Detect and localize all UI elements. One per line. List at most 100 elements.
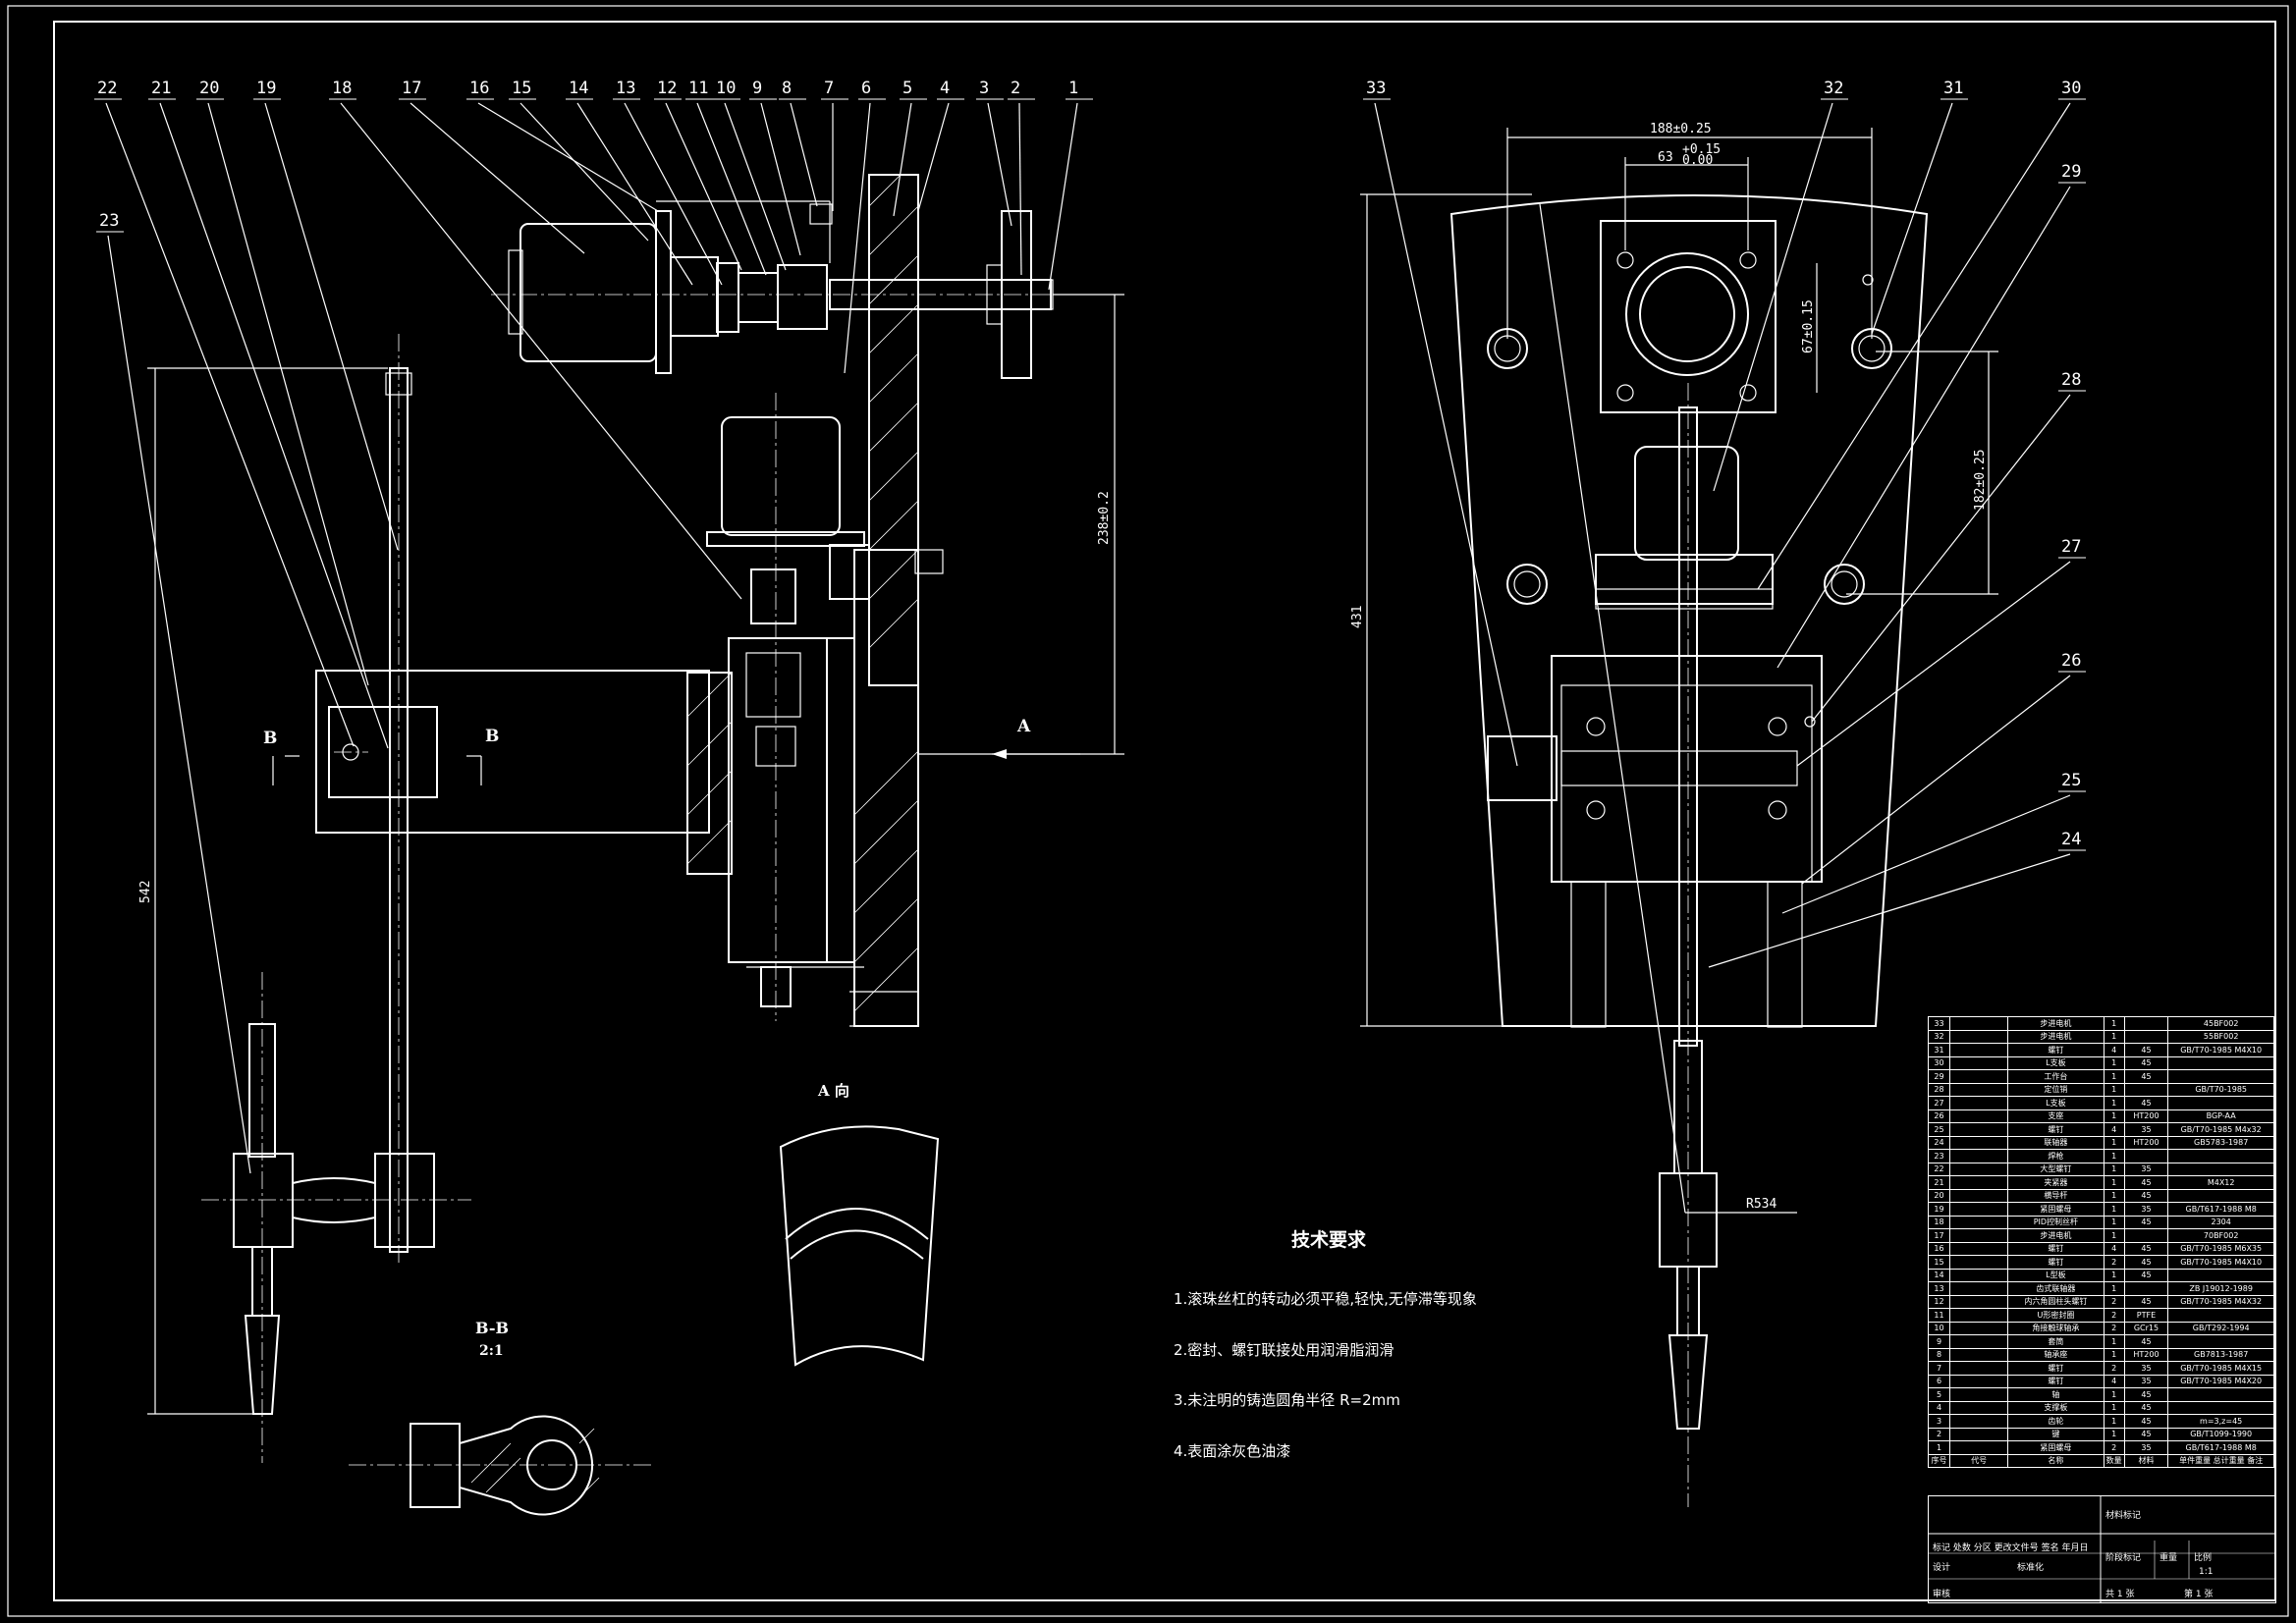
- bom-cell: GB/T70-1985 M4X10: [2167, 1255, 2274, 1270]
- bom-cell: ZB J19012-1989: [2167, 1281, 2274, 1296]
- callout-left-20: 20: [199, 79, 219, 98]
- stepper-motor-top: [519, 223, 657, 362]
- callout-right-31: 31: [1943, 79, 1963, 98]
- side-view-assembly: [1360, 128, 1998, 1507]
- tb-date: 年月日: [2061, 1543, 2089, 1553]
- bom-cell: 45: [2123, 1294, 2169, 1309]
- bom-cell: [1948, 1215, 2009, 1229]
- callout-left-22: 22: [97, 79, 117, 98]
- bom-cell: [1948, 1188, 2009, 1203]
- bom-cell: 4: [1928, 1400, 1950, 1415]
- bom-cell: [2167, 1149, 2274, 1163]
- bom-cell: 18: [1928, 1215, 1950, 1229]
- tb-count: 处数: [1952, 1543, 1971, 1553]
- bom-cell: 31: [1928, 1043, 1950, 1057]
- bom-cell: 45: [2123, 1268, 2169, 1282]
- bom-cell: [1948, 1069, 2009, 1084]
- bom-cell: [2167, 1069, 2274, 1084]
- bom-header-material: 材料: [2123, 1453, 2169, 1468]
- bom-cell: [2167, 1387, 2274, 1402]
- tb-zone: 分区: [1973, 1543, 1992, 1553]
- bom-cell: 1: [2103, 1215, 2125, 1229]
- dim-431: 431: [1350, 606, 1365, 628]
- bom-cell: 16: [1928, 1241, 1950, 1256]
- bom-cell: 4: [2103, 1241, 2125, 1256]
- bom-cell: 35: [2123, 1361, 2169, 1376]
- dim-188: 188±0.25: [1650, 122, 1712, 136]
- bom-cell: U形密封圈: [2007, 1308, 2105, 1323]
- callout-left-13: 13: [616, 79, 635, 98]
- tb-sign: 签名: [2041, 1543, 2059, 1553]
- bom-cell: [2167, 1096, 2274, 1110]
- bom-cell: 1: [1928, 1440, 1950, 1455]
- bom-cell: 大型螺钉: [2007, 1162, 2105, 1176]
- callout-right-27: 27: [2061, 537, 2081, 557]
- bom-cell: 2: [2103, 1440, 2125, 1455]
- bom-cell: [2167, 1400, 2274, 1415]
- callout-left-11: 11: [688, 79, 708, 98]
- dim-radius: R534: [1746, 1197, 1777, 1212]
- bom-cell: 13: [1928, 1281, 1950, 1296]
- bom-header-row: 序号 代号 名称 数量 材料 单件重量 总计重量 备注: [1928, 1453, 2274, 1468]
- bom-cell: 14: [1928, 1268, 1950, 1282]
- callout-right-25: 25: [2061, 771, 2081, 790]
- bom-cell: 22: [1928, 1162, 1950, 1176]
- bom-cell: HT200: [2123, 1109, 2169, 1123]
- bom-cell: [2167, 1334, 2274, 1349]
- bom-cell: 19: [1928, 1202, 1950, 1217]
- bom-cell: 支座: [2007, 1109, 2105, 1123]
- tb-sheets-total: 共 1 张: [2105, 1590, 2135, 1599]
- callout-left-16: 16: [469, 79, 489, 98]
- tb-audit: 审核: [1933, 1590, 1951, 1599]
- bom-cell: 28: [1928, 1082, 1950, 1097]
- view-a-title: A 向: [818, 1082, 849, 1100]
- bom-cell: GB/T70-1985 M4X20: [2167, 1374, 2274, 1388]
- bom-cell: 27: [1928, 1096, 1950, 1110]
- bom-cell: GB/T1099-1990: [2167, 1427, 2274, 1441]
- bom-cell: 1: [2103, 1400, 2125, 1415]
- bom-cell: [2123, 1016, 2169, 1031]
- worktable: [1551, 655, 1823, 883]
- callout-leaders: [105, 102, 2071, 1174]
- bom-cell: 1: [2103, 1082, 2125, 1097]
- bom-cell: 45: [2123, 1188, 2169, 1203]
- tb-material: 材料标记: [2105, 1511, 2142, 1521]
- bom-cell: GB/T70-1985: [2167, 1082, 2274, 1097]
- bom-cell: L支板: [2007, 1055, 2105, 1070]
- bom-cell: 55BF002: [2167, 1029, 2274, 1044]
- bom-cell: 30: [1928, 1055, 1950, 1070]
- bom-cell: 45: [2123, 1069, 2169, 1084]
- bom-cell: 螺钉: [2007, 1255, 2105, 1270]
- bom-cell: [1948, 1043, 2009, 1057]
- bom-cell: 35: [2123, 1162, 2169, 1176]
- callout-left-5: 5: [902, 79, 912, 98]
- callout-left-9: 9: [752, 79, 762, 98]
- bom-cell: 焊枪: [2007, 1149, 2105, 1163]
- dim-238: 238±0.2: [1097, 491, 1112, 545]
- bom-cell: 1: [2103, 1281, 2125, 1296]
- bom-cell: [2123, 1149, 2169, 1163]
- bom-cell: 12: [1928, 1294, 1950, 1309]
- bom-cell: [1948, 1175, 2009, 1190]
- support-plate: [868, 174, 919, 686]
- bom-cell: M4X12: [2167, 1175, 2274, 1190]
- callout-left-2: 2: [1011, 79, 1020, 98]
- callout-left-14: 14: [569, 79, 588, 98]
- bom-cell: 35: [2123, 1374, 2169, 1388]
- bom-cell: 45BF002: [2167, 1016, 2274, 1031]
- bom-cell: L支板: [2007, 1096, 2105, 1110]
